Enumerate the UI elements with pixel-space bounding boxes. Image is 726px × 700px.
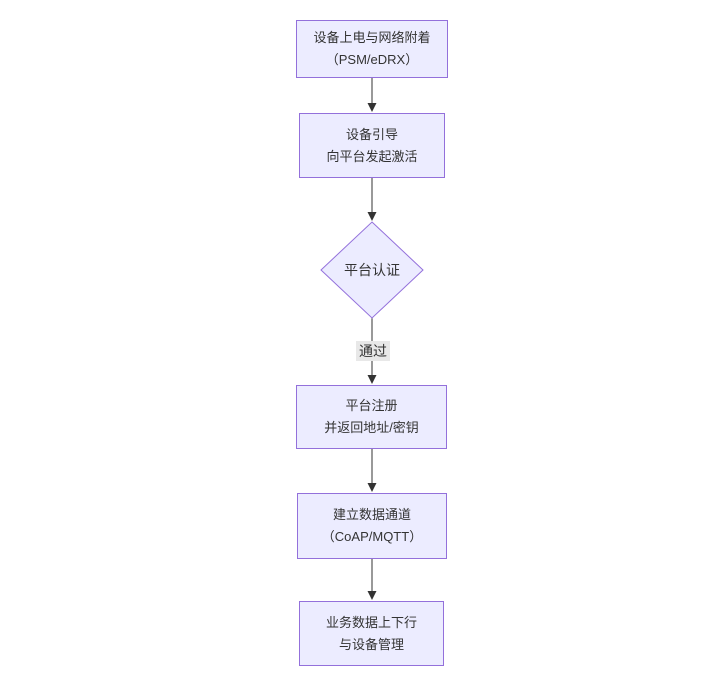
node-label-line: 平台认证 bbox=[344, 262, 400, 278]
node-device-bootstrap: 设备引导 向平台发起激活 bbox=[299, 113, 445, 178]
arrowhead-icon bbox=[367, 103, 377, 112]
node-label-line: 向平台发起激活 bbox=[326, 148, 418, 164]
node-platform-auth: 平台认证 bbox=[321, 222, 423, 318]
node-label-line: 设备上电与网络附着 bbox=[313, 30, 431, 45]
node-label-line: 业务数据上下行 bbox=[325, 614, 417, 630]
node-device-power-attach: 设备上电与网络附着 （PSM/eDRX） bbox=[296, 20, 448, 78]
arrowhead-icon bbox=[367, 483, 377, 492]
node-platform-register: 平台注册 并返回地址/密钥 bbox=[296, 385, 447, 449]
node-data-channel: 建立数据通道 （CoAP/MQTT） bbox=[297, 493, 447, 559]
node-label-line: 平台注册 bbox=[345, 398, 398, 413]
node-label-line: （PSM/eDRX） bbox=[325, 52, 419, 67]
decision-diamond-shape bbox=[320, 221, 424, 319]
node-label-line: 设备引导 bbox=[345, 126, 398, 142]
edge-label-pass: 通过 bbox=[356, 341, 390, 361]
arrowhead-icon bbox=[367, 591, 377, 600]
node-label-line: 与设备管理 bbox=[338, 636, 404, 652]
node-label-line: 建立数据通道 bbox=[332, 507, 411, 522]
arrowhead-icon bbox=[367, 212, 377, 221]
node-business-data: 业务数据上下行 与设备管理 bbox=[299, 601, 444, 666]
node-label-line: 并返回地址/密钥 bbox=[324, 420, 419, 435]
node-label-line: （CoAP/MQTT） bbox=[321, 529, 423, 544]
arrowhead-icon bbox=[367, 375, 377, 384]
